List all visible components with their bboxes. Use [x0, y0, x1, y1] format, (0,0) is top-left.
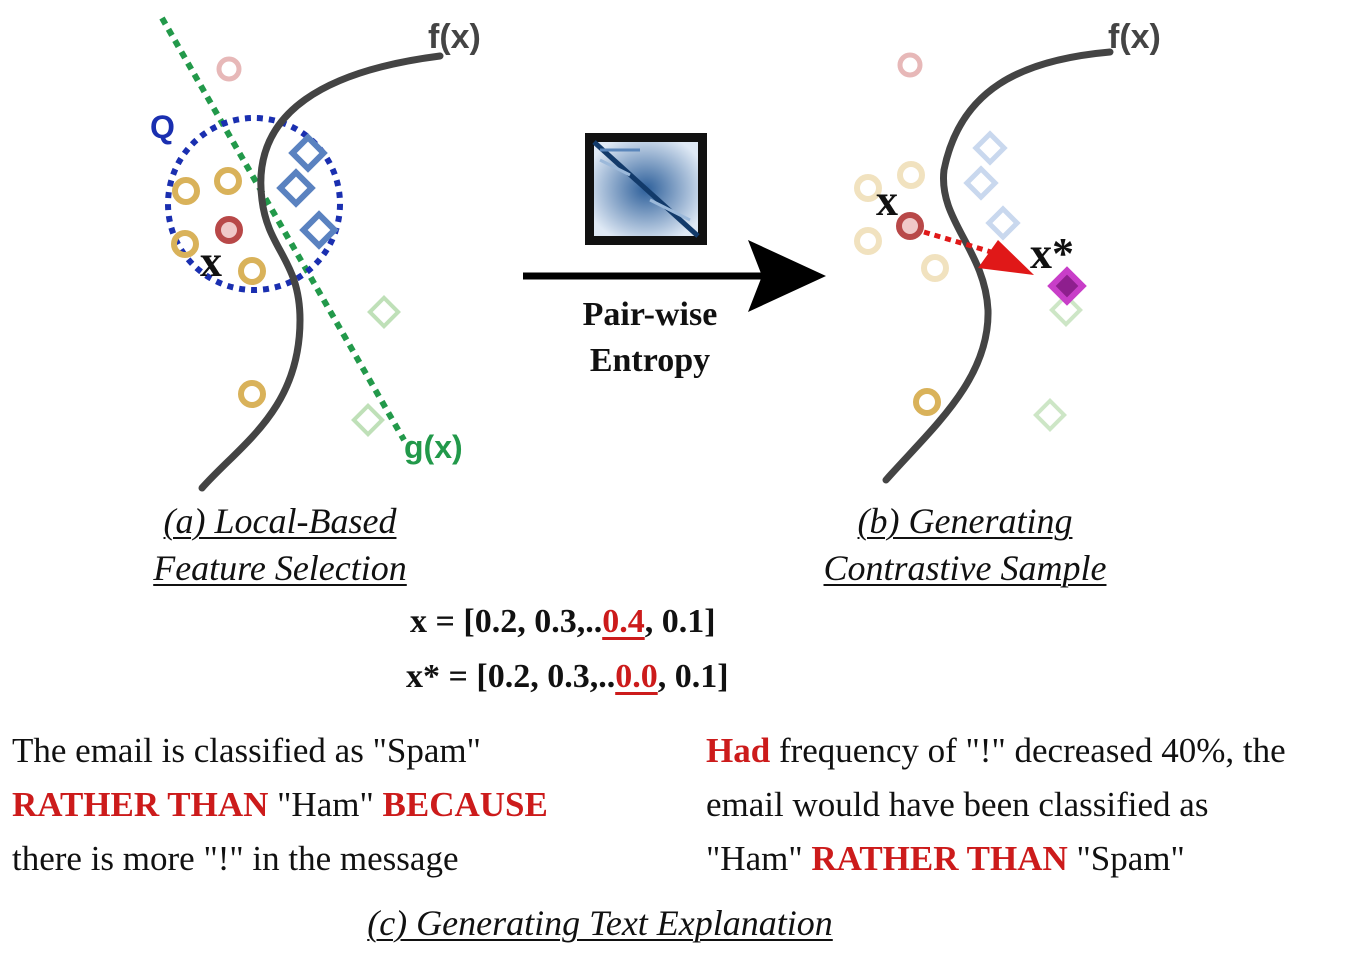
vector-x: x = [0.2, 0.3,..0.4, 0.1] — [410, 603, 716, 641]
explanation-right-line1: Had frequency of "!" decreased 40%, the — [706, 724, 1286, 778]
caption-b-line1: (b) Generating — [857, 501, 1073, 541]
explanation-left-line3: there is more "!" in the message — [12, 839, 459, 878]
explanation-right-ham: "Ham" — [706, 839, 812, 878]
faded-diamond-point — [367, 295, 401, 329]
vector-xstar-changed-value: 0.0 — [615, 658, 658, 695]
caption-a-line2: Feature Selection — [153, 548, 407, 588]
decision-curve — [198, 52, 444, 492]
had-keyword: Had — [706, 731, 771, 770]
explanation-right-line2: email would have been classified as — [706, 785, 1209, 824]
faded-class-b-point — [972, 130, 1008, 166]
instance-point — [215, 216, 243, 244]
explanation-left-line2: RATHER THAN "Ham" BECAUSE — [12, 778, 548, 832]
rather-than-keyword: RATHER THAN — [12, 785, 269, 824]
transition-label-line2: Entropy — [589, 342, 711, 379]
faded-diamond-point — [1049, 293, 1083, 327]
vector-x-changed-value: 0.4 — [602, 603, 645, 640]
faded-class-b-point — [963, 165, 999, 201]
explanation-left-line1: The email is classified as "Spam" — [12, 731, 481, 770]
caption-c-text: (c) Generating Text Explanation — [367, 903, 833, 943]
faded-diamond-point — [1033, 398, 1067, 432]
explanation-left-ham: "Ham" — [268, 785, 383, 824]
explanation-right-line1-rest: frequency of "!" decreased 40%, the — [770, 731, 1286, 770]
transition — [523, 133, 826, 312]
vector-x-prefix: = [0.2, 0.3,.. — [427, 603, 603, 640]
instance-label: x — [876, 176, 898, 225]
vector-xstar-suffix: , 0.1] — [657, 658, 729, 695]
class-a-point — [171, 230, 199, 258]
rather-than-keyword: RATHER THAN — [811, 839, 1068, 878]
region-label: Q — [150, 109, 175, 145]
faded-instance-point — [216, 56, 242, 82]
class-a-point — [238, 257, 266, 285]
heatmap-matrix-icon — [585, 133, 707, 245]
explanation-right-spam: "Spam" — [1067, 839, 1185, 878]
contrastive-sample-point — [1047, 266, 1087, 306]
faded-class-b-point — [985, 205, 1021, 241]
neighborhood-region — [165, 115, 343, 293]
explanation-right: Had frequency of "!" decreased 40%, the … — [706, 724, 1286, 886]
instance-label: x — [200, 237, 222, 286]
caption-a-line1: (a) Local-Based — [163, 501, 397, 541]
perturbation-arrow-head — [978, 240, 1034, 275]
explanation-left: The email is classified as "Spam" RATHER… — [12, 724, 548, 886]
class-a-point — [214, 167, 242, 195]
caption-a: (a) Local-Based Feature Selection — [110, 498, 450, 592]
caption-c: (c) Generating Text Explanation — [300, 900, 900, 947]
transition-label: Pair-wise Entropy — [540, 292, 760, 384]
faded-class-a-point — [854, 227, 882, 255]
faded-class-a-point — [897, 161, 925, 189]
because-keyword: BECAUSE — [382, 785, 548, 824]
faded-diamond-point — [351, 403, 385, 437]
curve-label: f(x) — [1108, 18, 1161, 56]
class-b-point — [288, 133, 328, 173]
class-b-point — [299, 210, 339, 250]
panel-a: f(x) Q g(x) x — [150, 16, 481, 492]
caption-b: (b) Generating Contrastive Sample — [790, 498, 1140, 592]
caption-b-line2: Contrastive Sample — [823, 548, 1107, 588]
faded-class-a-point — [921, 254, 949, 282]
line-label: g(x) — [404, 429, 463, 465]
class-a-point — [913, 388, 941, 416]
decision-curve — [882, 48, 1114, 484]
panel-b: f(x) x x* — [854, 18, 1161, 484]
diagram-canvas: f(x) Q g(x) x — [150, 16, 1161, 492]
faded-class-a-point — [854, 174, 882, 202]
vector-x-suffix: , 0.1] — [644, 603, 716, 640]
faded-instance-point — [897, 52, 923, 78]
transition-label-line1: Pair-wise — [582, 296, 718, 333]
vector-xstar: x* = [0.2, 0.3,..0.0, 0.1] — [406, 658, 729, 696]
vector-xstar-prefix: = [0.2, 0.3,.. — [440, 658, 616, 695]
vector-x-name: x — [410, 603, 427, 640]
explanation-right-line3: "Ham" RATHER THAN "Spam" — [706, 832, 1286, 886]
class-b-point — [276, 168, 316, 208]
vector-xstar-name: x* — [406, 658, 440, 695]
class-a-point — [238, 380, 266, 408]
contrastive-label: x* — [1030, 229, 1074, 278]
instance-point — [896, 212, 924, 240]
class-a-point — [172, 177, 200, 205]
linear-boundary-line — [159, 16, 407, 442]
curve-label: f(x) — [428, 18, 481, 56]
main-arrow-head — [748, 240, 826, 312]
